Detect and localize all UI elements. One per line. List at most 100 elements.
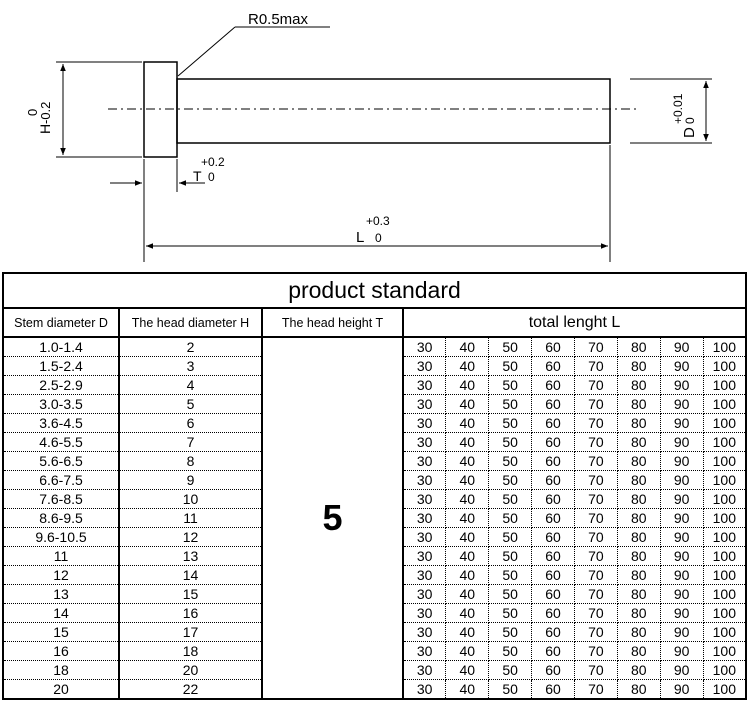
length-option-cell: 80 (617, 641, 661, 661)
length-option-cell: 50 (488, 356, 533, 376)
stem-diameter-cell: 8.6-9.5 (3, 508, 120, 528)
length-option-cell: 60 (531, 337, 575, 357)
stem-diameter-cell: 13 (3, 584, 120, 604)
length-option-cell: 50 (488, 679, 533, 699)
length-option-cell: 80 (617, 565, 661, 585)
length-option-cell: 50 (488, 470, 533, 490)
length-option-cell: 80 (617, 432, 661, 452)
length-option-cell: 70 (574, 546, 618, 566)
length-option-cell: 30 (403, 432, 447, 452)
pin-stem (176, 78, 611, 144)
length-option-cell: 70 (574, 413, 618, 433)
length-option-cell: 50 (488, 432, 533, 452)
head-diameter-cell: 9 (119, 470, 263, 490)
stem-diameter-cell: 7.6-8.5 (3, 489, 120, 509)
length-option-cell: 60 (531, 470, 575, 490)
stem-diameter-cell: 14 (3, 603, 120, 623)
length-option-cell: 40 (445, 603, 490, 623)
product-standard-table: product standard Stem diameter D The hea… (2, 272, 747, 700)
diameter-tol-lower: 0 (683, 117, 697, 124)
head-height-tol-upper: 0 (25, 109, 40, 116)
length-option-cell: 70 (574, 337, 618, 357)
length-option-cell: 70 (574, 584, 618, 604)
length-option-cell: 80 (617, 546, 661, 566)
length-option-cell: 40 (445, 565, 490, 585)
length-option-cell: 90 (660, 546, 704, 566)
length-option-cell: 30 (403, 622, 447, 642)
length-option-cell: 70 (574, 660, 618, 680)
length-option-cell: 30 (403, 356, 447, 376)
length-option-cell: 70 (574, 489, 618, 509)
stem-diameter-cell: 3.6-4.5 (3, 413, 120, 433)
length-option-cell: 60 (531, 527, 575, 547)
stem-diameter-cell: 12 (3, 565, 120, 585)
length-option-cell: 90 (660, 508, 704, 528)
length-option-cell: 80 (617, 394, 661, 414)
length-option-cell: 30 (403, 603, 447, 623)
radius-leader (177, 26, 236, 77)
head-height-value: 5 (262, 337, 404, 699)
head-diameter-cell: 22 (119, 679, 263, 699)
stem-diameter-cell: 11 (3, 546, 120, 566)
length-option-cell: 100 (703, 337, 746, 357)
length-option-cell: 40 (445, 660, 490, 680)
length-option-cell: 50 (488, 375, 533, 395)
length-option-cell: 30 (403, 413, 447, 433)
length-option-cell: 100 (703, 546, 746, 566)
length-option-cell: 80 (617, 489, 661, 509)
length-option-cell: 30 (403, 527, 447, 547)
length-option-cell: 70 (574, 527, 618, 547)
length-option-cell: 80 (617, 337, 661, 357)
length-option-cell: 90 (660, 337, 704, 357)
length-option-cell: 40 (445, 413, 490, 433)
length-option-cell: 60 (531, 508, 575, 528)
head-diameter-cell: 6 (119, 413, 263, 433)
length-option-cell: 70 (574, 622, 618, 642)
length-option-cell: 40 (445, 622, 490, 642)
length-option-cell: 100 (703, 508, 746, 528)
length-option-cell: 90 (660, 356, 704, 376)
head-diameter-cell: 18 (119, 641, 263, 661)
stem-diameter-cell: 9.6-10.5 (3, 527, 120, 547)
length-option-cell: 100 (703, 527, 746, 547)
length-tol-lower: 0 (375, 231, 382, 245)
length-option-cell: 60 (531, 641, 575, 661)
length-option-cell: 100 (703, 660, 746, 680)
stem-diameter-cell: 4.6-5.5 (3, 432, 120, 452)
table-title-row: product standard (3, 273, 746, 309)
length-option-cell: 30 (403, 546, 447, 566)
length-option-cell: 80 (617, 660, 661, 680)
length-option-cell: 90 (660, 527, 704, 547)
stem-diameter-cell: 5.6-6.5 (3, 451, 120, 471)
length-option-cell: 90 (660, 622, 704, 642)
length-option-cell: 70 (574, 603, 618, 623)
diameter-label-group: D +0.01 0 (671, 93, 698, 138)
length-option-cell: 50 (488, 489, 533, 509)
ejector-pin-drawing: R0.5max H -0.2 0 D +0.01 0 T +0.2 0 L +0… (25, 11, 712, 262)
length-option-cell: 50 (488, 527, 533, 547)
length-option-cell: 30 (403, 375, 447, 395)
length-option-cell: 80 (617, 413, 661, 433)
head-thickness-tol-upper: +0.2 (201, 155, 225, 169)
length-option-cell: 90 (660, 470, 704, 490)
length-option-cell: 50 (488, 413, 533, 433)
length-option-cell: 60 (531, 565, 575, 585)
length-option-cell: 90 (660, 394, 704, 414)
length-option-cell: 80 (617, 622, 661, 642)
length-option-cell: 40 (445, 641, 490, 661)
radius-note: R0.5max (248, 11, 309, 28)
length-option-cell: 100 (703, 413, 746, 433)
stem-diameter-cell: 16 (3, 641, 120, 661)
stem-diameter-cell: 18 (3, 660, 120, 680)
length-option-cell: 30 (403, 641, 447, 661)
length-option-cell: 40 (445, 508, 490, 528)
head-diameter-cell: 10 (119, 489, 263, 509)
length-option-cell: 60 (531, 660, 575, 680)
stem-diameter-cell: 6.6-7.5 (3, 470, 120, 490)
